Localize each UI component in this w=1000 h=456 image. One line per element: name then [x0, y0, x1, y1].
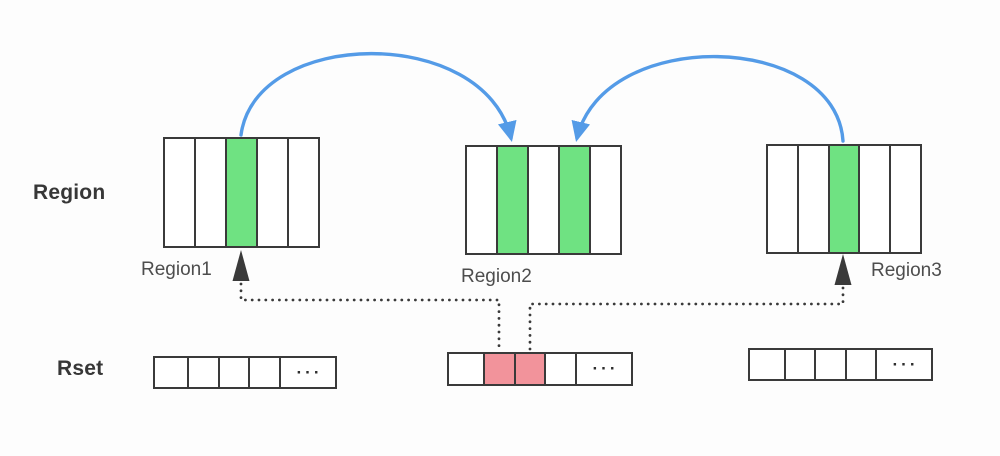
up-arrowhead-region3-icon [834, 254, 852, 285]
region1-box [163, 137, 320, 248]
green-cell [498, 147, 529, 253]
cell [816, 350, 847, 379]
red-cell [516, 354, 546, 384]
region1-label: Region1 [141, 259, 212, 280]
region2-box [465, 145, 622, 255]
cell [891, 146, 920, 252]
green-cell [560, 147, 591, 253]
dotted-link-rset-to-region1-icon [239, 282, 501, 353]
region3-box [766, 144, 922, 254]
red-cell [485, 354, 516, 384]
ellipsis-cell: ··· [577, 354, 631, 384]
cell [258, 139, 289, 246]
arrow-region1-to-region2-icon [239, 51, 517, 142]
ellipsis-cell: ··· [281, 358, 335, 387]
cell [860, 146, 892, 252]
rset-row-3: ··· [748, 348, 933, 381]
cell [250, 358, 281, 387]
cell [189, 358, 220, 387]
cell [847, 350, 877, 379]
green-cell [829, 146, 861, 252]
cell [798, 146, 830, 252]
rset-axis-label: Rset [57, 357, 104, 380]
cell [467, 147, 498, 253]
cell [768, 146, 799, 252]
cell [165, 139, 196, 246]
cell [289, 139, 318, 246]
cell [546, 354, 577, 384]
cell [220, 358, 250, 387]
rset-row-2: ··· [447, 352, 633, 386]
cell [591, 147, 620, 253]
rset-row-1: ··· [153, 356, 337, 389]
region2-label: Region2 [461, 266, 532, 287]
cell [155, 358, 189, 387]
ellipsis-cell: ··· [877, 350, 931, 379]
region-axis-label: Region [33, 181, 106, 204]
cell [449, 354, 485, 384]
cell [196, 139, 227, 246]
cell [786, 350, 816, 379]
dotted-link-rset-to-region3-icon [528, 286, 845, 353]
green-cell [227, 139, 258, 246]
region3-label: Region3 [871, 260, 942, 281]
arrow-region3-to-region2-icon [571, 54, 845, 143]
cell [750, 350, 786, 379]
up-arrowhead-region1-icon [232, 250, 250, 281]
cell [529, 147, 560, 253]
